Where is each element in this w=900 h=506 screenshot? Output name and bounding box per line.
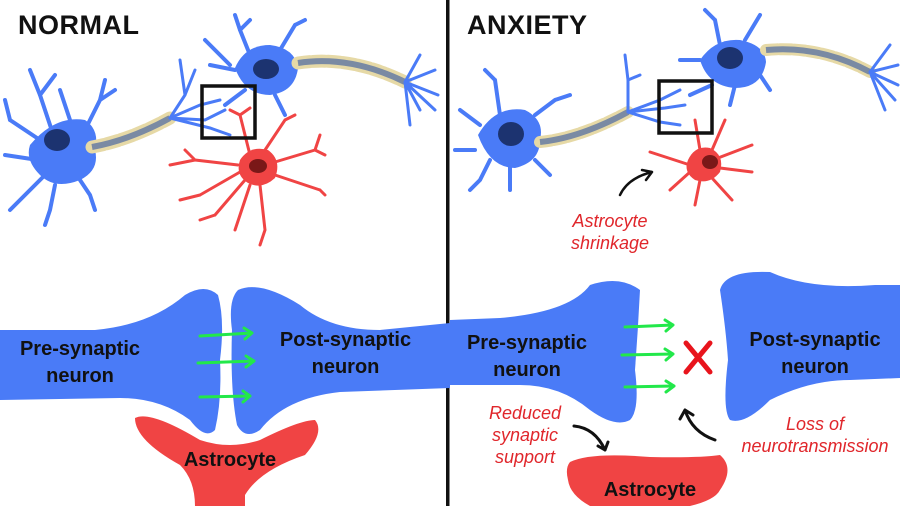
annotation-line: neurotransmission (741, 436, 889, 456)
annotation-line: Astrocyte (572, 211, 648, 231)
label-line: neuron (781, 356, 849, 378)
blocked-transmission-x-icon (683, 340, 713, 375)
loss-neurotransmission-annotation: Loss of neurotransmission (730, 413, 900, 457)
annotation-line: shrinkage (570, 233, 650, 253)
anxiety-panel-title: ANXIETY (467, 10, 588, 40)
normal-neuron-left (3, 68, 117, 227)
label-line: Post-synaptic (749, 329, 881, 351)
nucleus-icon (717, 47, 743, 69)
normal-panel-title: NORMAL (18, 10, 140, 40)
signal-arrow-icon (196, 354, 256, 369)
anxiety-astrocyte (648, 118, 754, 207)
anxiety-postsynaptic-terminal (720, 271, 900, 421)
nucleus-icon (249, 159, 267, 173)
nucleus-icon (253, 59, 279, 79)
normal-presynaptic-terminal (0, 289, 223, 434)
normal-astrocyte-label: Astrocyte (183, 449, 277, 471)
normal-axon-left (85, 58, 232, 154)
normal-presynaptic-label: Pre-synaptic neuron (10, 336, 150, 390)
anxiety-neuron-top (678, 8, 900, 112)
signal-arrow-icon (623, 318, 675, 333)
anxiety-synapse (450, 271, 900, 506)
annotation-line: Reduced (488, 403, 562, 423)
normal-synapse (0, 287, 450, 506)
label-line: Pre-synaptic (19, 338, 141, 360)
nucleus-icon (44, 129, 70, 151)
label-line: Post-synaptic (279, 329, 412, 351)
anxiety-presynaptic-label: Pre-synaptic neuron (452, 330, 602, 384)
label-line: Pre-synaptic (466, 332, 588, 354)
anxiety-neuron-left (453, 53, 687, 192)
annotation-line: Loss of (785, 414, 845, 434)
normal-synapse-focus-box (200, 84, 257, 140)
anxiety-synapse-focus-box (657, 79, 714, 135)
anxiety-astrocyte-process (566, 455, 728, 506)
reduced-support-annotation: Reduced synaptic support (480, 402, 570, 468)
anxiety-signal-arrows (620, 318, 676, 394)
anxiety-astrocyte-label: Astrocyte (603, 479, 697, 501)
shrinkage-arrow-icon (618, 168, 654, 197)
annotation-line: support (494, 447, 556, 467)
normal-signal-arrows (196, 326, 256, 404)
signal-arrow-icon (623, 379, 676, 394)
normal-neuron-top (203, 13, 440, 127)
normal-postsynaptic-label: Post-synaptic neuron (268, 327, 423, 381)
label-line: neuron (493, 359, 561, 381)
panel-divider (446, 0, 450, 506)
signal-arrow-icon (620, 347, 675, 362)
anxiety-postsynaptic-label: Post-synaptic neuron (735, 327, 895, 381)
anxiety-presynaptic-terminal (450, 281, 640, 423)
annotation-line: synaptic (491, 425, 559, 445)
normal-postsynaptic-terminal (230, 287, 450, 434)
signal-arrow-icon (198, 389, 252, 404)
signal-arrow-icon (198, 326, 254, 341)
reduced-support-arrow-icon (572, 424, 610, 452)
nucleus-icon (498, 122, 524, 146)
loss-neurotransmission-arrow-icon (678, 408, 717, 442)
shrinkage-annotation: Astrocyte shrinkage (555, 210, 665, 254)
nucleus-icon (702, 155, 718, 169)
label-line: neuron (46, 365, 114, 387)
normal-astrocyte (168, 106, 327, 247)
normal-astrocyte-process (135, 416, 319, 506)
label-line: neuron (311, 356, 380, 378)
